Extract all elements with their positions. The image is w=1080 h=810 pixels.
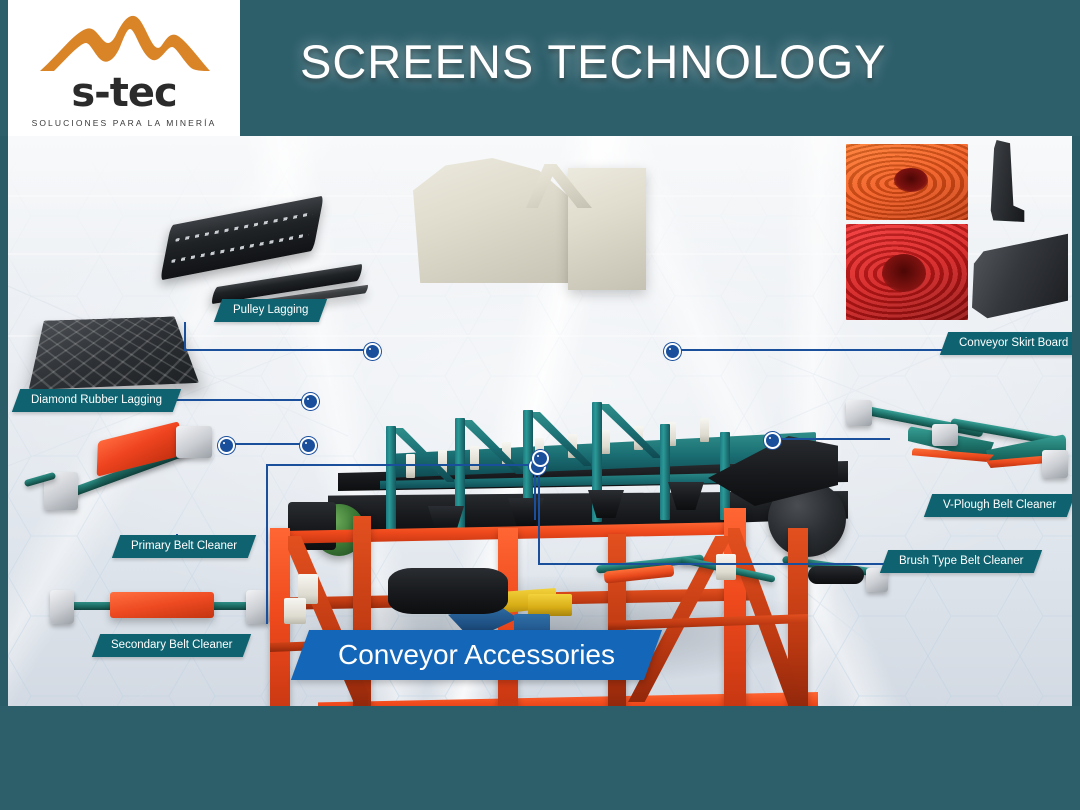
leader-conveyor-skirt-board (670, 349, 948, 351)
logo-wordmark: s-tec (71, 69, 177, 116)
callout-conveyor-skirt-board-label: Conveyor Skirt Board (959, 337, 1069, 349)
callout-pulley-lagging-label: Pulley Lagging (233, 304, 309, 316)
machine-teal-post (660, 424, 670, 520)
leader-pulley-lagging (184, 349, 370, 351)
machine-skirt-clamp (406, 454, 415, 478)
leader-primary-belt-cleaner (224, 443, 306, 445)
node-primary-belt-cleaner-right (300, 437, 317, 454)
leader-v-plough-belt-cleaner (770, 438, 890, 440)
poster-canvas: Pulley Lagging Diamond Rubber Lagging Pr… (8, 136, 1072, 706)
node-v-plough-belt-cleaner (764, 432, 781, 449)
leader-brush-type-belt-cleaner (538, 563, 890, 565)
logo-tagline: SOLUCIONES PARA LA MINERÍA (31, 117, 217, 128)
callout-pulley-lagging[interactable]: Pulley Lagging (213, 299, 328, 322)
machine-teal-post (386, 426, 396, 531)
page-header: s-tec SOLUCIONES PARA LA MINERÍA SCREENS… (0, 0, 1080, 136)
machine-mount-pad (284, 598, 306, 624)
node-primary-belt-cleaner-left (218, 437, 235, 454)
node-conveyor-skirt-board (664, 343, 681, 360)
mountain-peaks-logo-icon (40, 15, 210, 71)
machine-hopper-column (568, 168, 646, 290)
machine-skirt-clamp (470, 446, 479, 470)
page-footer (0, 706, 1080, 810)
callout-secondary-belt-cleaner-label: Secondary Belt Cleaner (111, 639, 233, 651)
node-diamond-rubber-lagging (302, 393, 319, 410)
callout-primary-belt-cleaner[interactable]: Primary Belt Cleaner (111, 535, 257, 558)
leader-secondary-belt-cleaner-stub (266, 464, 268, 624)
machine-frame-crossbeam (608, 614, 808, 630)
callout-diamond-rubber-lagging-label: Diamond Rubber Lagging (31, 394, 163, 406)
callout-brush-type-belt-cleaner-label: Brush Type Belt Cleaner (899, 555, 1024, 567)
hero-banner-label: Conveyor Accessories (338, 639, 616, 670)
callout-v-plough-belt-cleaner[interactable]: V-Plough Belt Cleaner (923, 494, 1072, 517)
callout-primary-belt-cleaner-label: Primary Belt Cleaner (131, 540, 238, 552)
callout-diamond-rubber-lagging[interactable]: Diamond Rubber Lagging (11, 389, 182, 412)
node-brush-type-belt-cleaner (532, 450, 549, 467)
leader-secondary-belt-cleaner (266, 464, 536, 466)
machine-yellow-bracket (528, 594, 572, 616)
callout-v-plough-belt-cleaner-label: V-Plough Belt Cleaner (943, 499, 1057, 511)
node-pulley-lagging (364, 343, 381, 360)
machine-internal-drum (388, 568, 508, 614)
callout-conveyor-skirt-board[interactable]: Conveyor Skirt Board (939, 332, 1072, 355)
conveyor-machine-photo (8, 136, 1072, 706)
machine-leg (608, 534, 626, 706)
page-title: SCREENS TECHNOLOGY (300, 35, 887, 88)
hero-banner[interactable]: Conveyor Accessories (290, 630, 663, 680)
callout-brush-type-belt-cleaner[interactable]: Brush Type Belt Cleaner (879, 550, 1043, 573)
company-logo: s-tec SOLUCIONES PARA LA MINERÍA (8, 0, 240, 136)
leader-pulley-lagging-stub (184, 322, 186, 350)
machine-mount-pad (716, 554, 736, 580)
machine-skirt-clamp (700, 418, 709, 442)
machine-skirt-clamp (601, 430, 610, 454)
callout-secondary-belt-cleaner[interactable]: Secondary Belt Cleaner (91, 634, 252, 657)
